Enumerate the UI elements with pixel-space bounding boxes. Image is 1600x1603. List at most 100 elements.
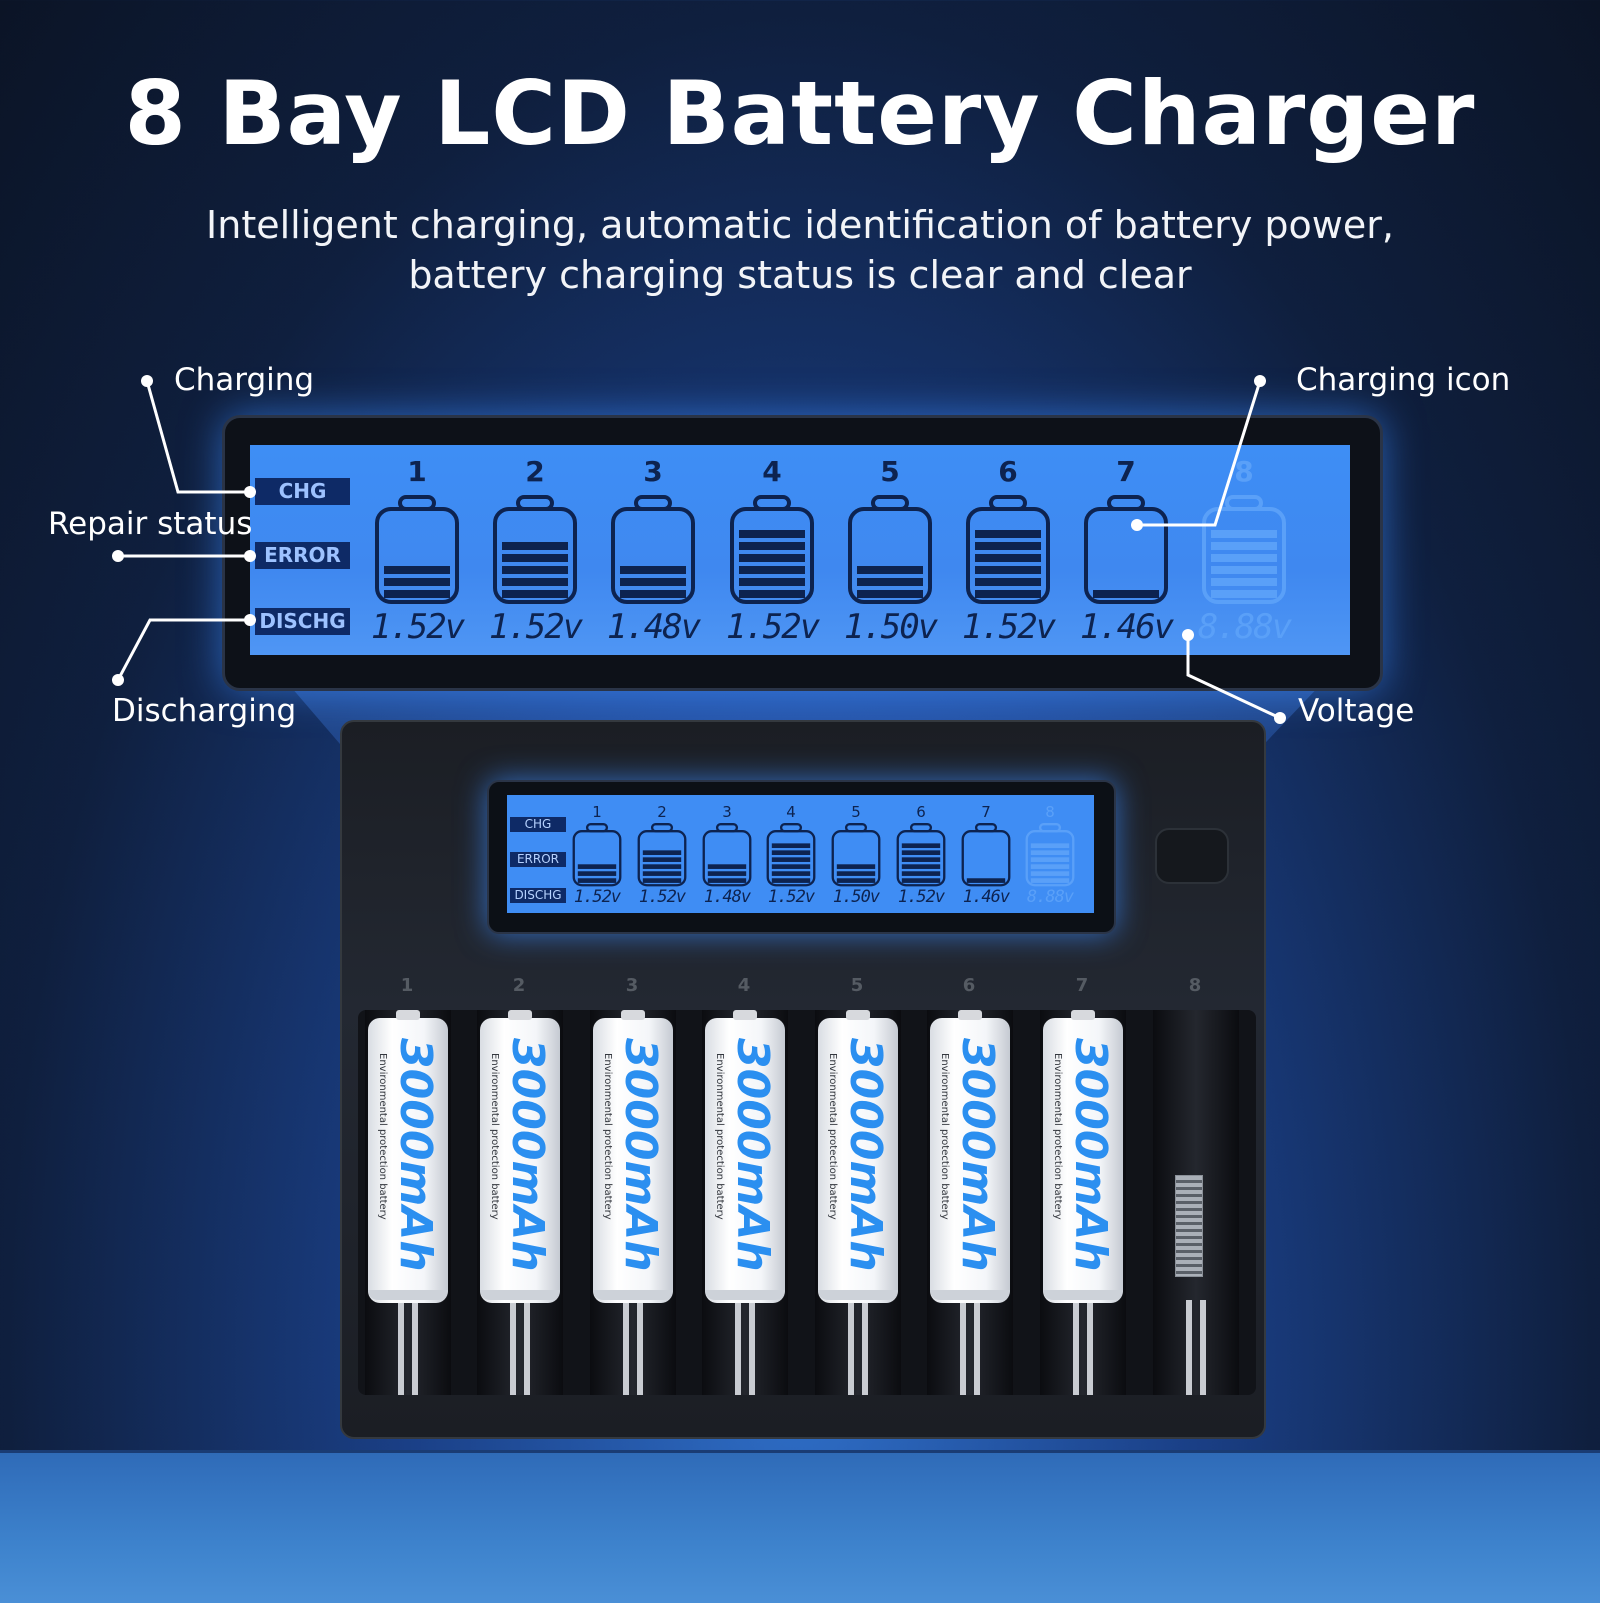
slot-rail	[974, 1300, 980, 1395]
bay-number: 8	[1234, 455, 1254, 488]
bay-cell	[610, 495, 696, 605]
slot-rail	[524, 1300, 530, 1395]
battery-bar	[1211, 554, 1277, 562]
battery-bar	[901, 864, 941, 869]
slot-number: 8	[1188, 975, 1202, 996]
callout-line-charging-icon	[1137, 380, 1262, 527]
battery-bar	[502, 578, 568, 586]
callout-line-voltage	[1186, 635, 1281, 720]
slot-number: 7	[1075, 975, 1089, 996]
battery-level-icon	[966, 495, 1050, 604]
mini-label-dischg: DISCHG	[510, 888, 566, 903]
mini-bay-voltage: 8.88v	[1026, 887, 1074, 907]
mini-bay-number: 6	[916, 803, 926, 821]
subtitle-line-1: Intelligent charging, automatic identifi…	[206, 203, 1394, 247]
battery-band	[480, 1290, 560, 1300]
mode-button[interactable]	[1155, 828, 1229, 884]
slot-8-spring	[1175, 1175, 1203, 1277]
mini-bay-cell	[702, 823, 752, 887]
bay-number: 5	[880, 455, 900, 488]
battery-bar	[836, 878, 876, 883]
dot-repair-end	[244, 550, 256, 562]
battery-bar	[577, 871, 617, 876]
battery-capacity-label: 3000mAh	[1065, 1038, 1116, 1272]
bay-number: 1	[407, 455, 427, 488]
battery-bar	[502, 542, 568, 550]
battery-bar	[1030, 843, 1070, 849]
battery-bar	[1211, 542, 1277, 550]
battery-level-icon	[1202, 495, 1286, 604]
battery-bar	[739, 542, 805, 550]
slot-rail	[398, 1300, 404, 1395]
battery-bar	[771, 878, 811, 883]
slot-number: 6	[962, 975, 976, 996]
battery-level-icon	[1025, 823, 1075, 887]
battery-bar	[901, 843, 941, 849]
mini-bay-cell	[896, 823, 946, 887]
battery-bar	[739, 554, 805, 562]
battery-band	[705, 1290, 785, 1300]
battery-band	[1043, 1290, 1123, 1300]
slot-rail	[735, 1300, 741, 1395]
bay-voltage: 1.52v	[961, 607, 1056, 647]
battery-bar	[1030, 864, 1070, 869]
battery-bar	[642, 878, 682, 883]
mini-label-error: ERROR	[510, 852, 566, 867]
battery-bar	[966, 878, 1006, 883]
battery-eco-label: Environmental protection battery	[714, 1053, 725, 1220]
mini-lcd-bay-8: 8 8.88v	[1018, 803, 1082, 908]
mini-bay-number: 7	[981, 803, 991, 821]
battery-capacity-label: 3000mAh	[840, 1038, 891, 1272]
battery-level-icon	[730, 495, 814, 604]
slot-number: 3	[625, 975, 639, 996]
dot-charging-start	[141, 375, 153, 387]
slot-rail	[848, 1300, 854, 1395]
battery-bar	[1211, 566, 1277, 574]
mini-bay-cell	[572, 823, 622, 887]
dot-voltage-end	[1274, 712, 1286, 724]
battery-bar	[975, 554, 1041, 562]
mini-bay-voltage: 1.48v	[703, 887, 751, 907]
battery-bar	[739, 578, 805, 586]
battery-terminal	[733, 1010, 757, 1020]
dot-repair-start	[112, 550, 124, 562]
battery-level-icon	[637, 823, 687, 887]
battery-bar	[1030, 878, 1070, 883]
lcd-label-chg: CHG	[255, 478, 350, 505]
battery-capacity-label: 3000mAh	[727, 1038, 778, 1272]
mini-bay-number: 1	[592, 803, 602, 821]
battery-bar	[642, 864, 682, 869]
battery-bar	[975, 590, 1041, 598]
battery-bar	[502, 566, 568, 574]
lcd-label-dischg: DISCHG	[255, 608, 350, 635]
battery-bar	[771, 857, 811, 862]
battery-eco-label: Environmental protection battery	[602, 1053, 613, 1220]
battery-level-icon	[611, 495, 695, 604]
floor	[0, 1450, 1600, 1603]
slot-rail	[1186, 1300, 1192, 1395]
mini-bay-cell	[766, 823, 816, 887]
callout-discharging: Discharging	[112, 693, 297, 729]
slot-number: 2	[512, 975, 526, 996]
mini-bay-voltage: 1.46v	[962, 887, 1010, 907]
battery-eco-label: Environmental protection battery	[489, 1053, 500, 1220]
mini-label-chg: CHG	[510, 817, 566, 832]
battery-bar	[1211, 590, 1277, 598]
battery-bar	[739, 590, 805, 598]
battery-band	[368, 1290, 448, 1300]
battery-bar	[1030, 871, 1070, 876]
mini-bay-number: 8	[1045, 803, 1055, 821]
